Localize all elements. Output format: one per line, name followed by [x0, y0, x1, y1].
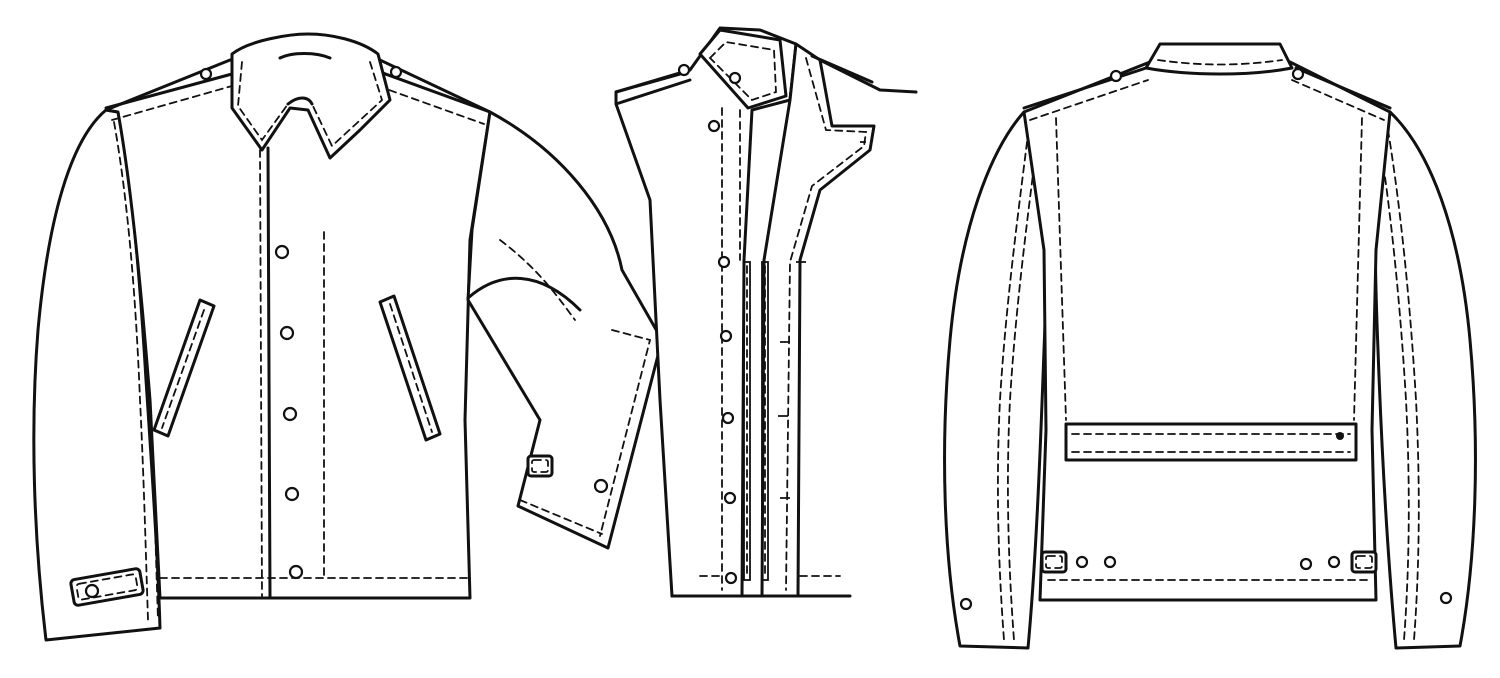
side-button-4 [721, 411, 735, 425]
back-hem-button-2 [1103, 555, 1117, 569]
front-body [104, 58, 492, 600]
side-collar-button [728, 71, 742, 85]
side-button-6 [724, 571, 738, 585]
front-left-shoulder-yoke [104, 72, 234, 110]
back-hem-button-3 [1299, 557, 1313, 571]
front-button-2 [279, 325, 295, 341]
side-zip-right [761, 261, 769, 581]
front-button-3 [282, 406, 298, 422]
back-epaulette-button-left [1109, 69, 1123, 83]
back-left-cuff-button [959, 597, 973, 611]
epaulette-button-right [389, 65, 403, 79]
front-right-shoulder-yoke [378, 70, 492, 114]
front-right-cuff-button [593, 478, 609, 494]
back-hem-button-4 [1327, 555, 1341, 569]
front-right-cuff-tab [526, 454, 554, 478]
side-button-2 [717, 255, 731, 269]
side-view [614, 26, 918, 598]
back-right-sleeve [1373, 110, 1477, 650]
side-button-5 [723, 491, 737, 505]
front-button-5 [288, 564, 304, 580]
back-right-cuff-button [1439, 591, 1453, 605]
front-view [32, 32, 664, 642]
side-button-1 [707, 119, 721, 133]
back-left-sleeve [943, 110, 1050, 650]
back-hem-button-1 [1075, 555, 1089, 569]
side-zip-left [743, 261, 751, 581]
back-body [1022, 60, 1392, 602]
back-collar [1144, 42, 1294, 76]
back-belt-button [1336, 432, 1344, 440]
back-left-hem-tab [1040, 550, 1068, 574]
side-right-lapel [760, 42, 876, 598]
front-button-1 [274, 244, 290, 260]
back-right-hem-tab [1350, 550, 1378, 574]
back-epaulette-button-right [1291, 67, 1305, 81]
side-left-panel [614, 26, 798, 598]
side-button-3 [719, 329, 733, 343]
epaulette-button-left [199, 67, 213, 81]
back-view [943, 42, 1477, 650]
side-shoulder-button [677, 63, 691, 77]
front-right-pocket [378, 294, 442, 442]
back-waist-belt [1064, 422, 1358, 462]
front-left-cuff-button [84, 583, 100, 599]
front-button-4 [284, 486, 300, 502]
side-collar-flap [698, 28, 788, 110]
front-placket [266, 146, 272, 600]
front-right-sleeve [466, 110, 664, 550]
